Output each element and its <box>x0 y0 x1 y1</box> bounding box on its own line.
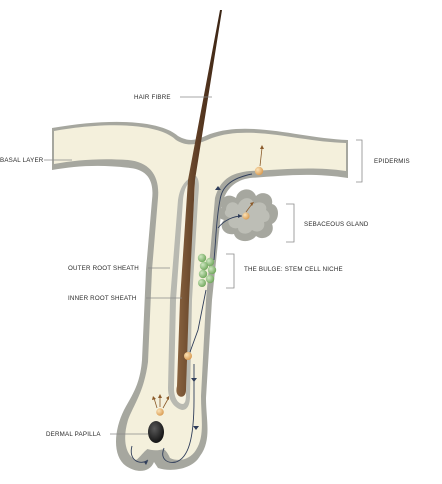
stem-cell <box>198 279 206 287</box>
label-sebaceous-gland: SEBACEOUS GLAND <box>304 221 369 228</box>
label-bulge: THE BULGE: STEM CELL NICHE <box>244 266 343 273</box>
epidermis-band <box>54 125 346 460</box>
hair-fibre <box>176 10 222 397</box>
progenitor-cell-sheath <box>184 352 192 360</box>
stem-cell-cluster <box>197 253 217 287</box>
stem-cell <box>197 253 207 263</box>
label-outer-root-sheath: OUTER ROOT SHEATH <box>68 265 139 272</box>
progenitor-cell-bulb <box>156 408 164 416</box>
stem-cell <box>205 257 215 267</box>
dermal-papilla <box>148 421 164 443</box>
label-dermal-papilla: DERMAL PAPILLA <box>46 431 101 438</box>
stem-cell <box>198 269 208 279</box>
bulge-bracket <box>226 253 235 289</box>
progenitor-cell-epidermis <box>254 166 264 176</box>
differentiation-arrows <box>152 145 264 409</box>
progenitor-cell-gland <box>242 212 250 220</box>
epidermis-bracket <box>356 139 363 183</box>
label-basal-layer: BASAL LAYER <box>0 157 44 164</box>
stem-cell <box>207 265 217 275</box>
sebaceous-gland-bracket <box>286 203 295 243</box>
stem-cell <box>205 274 215 284</box>
label-hair-fibre: HAIR FIBRE <box>134 94 171 101</box>
label-epidermis: EPIDERMIS <box>374 158 410 165</box>
migration-paths <box>130 173 253 465</box>
stem-cell <box>199 261 209 271</box>
label-inner-root-sheath: INNER ROOT SHEATH <box>68 295 137 302</box>
